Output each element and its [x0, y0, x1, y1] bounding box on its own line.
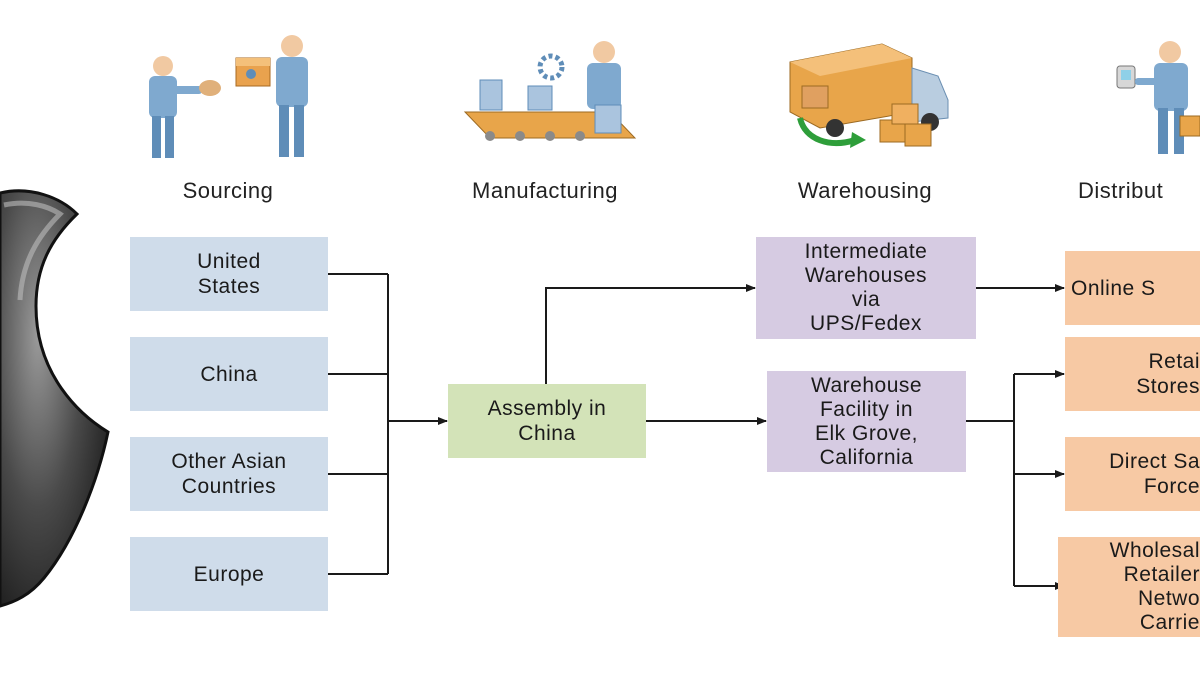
- arrow-to-intermediate: [545, 284, 756, 384]
- source-node-united-states: United States: [130, 237, 328, 311]
- warehouse-label: Intermediate Warehouses via UPS/Fedex: [804, 240, 928, 335]
- assembly-label: Assembly in China: [487, 397, 607, 445]
- source-label: China: [200, 362, 258, 386]
- distribution-node-online-store: Online S: [1065, 251, 1200, 325]
- assembly-node: Assembly in China: [448, 384, 646, 458]
- distribution-node-direct-sales-force: Direct Sa Force: [1065, 437, 1200, 511]
- stage-label-distribution: Distribut: [1078, 178, 1164, 203]
- assembly-connectors: [545, 284, 767, 425]
- source-node-china: China: [130, 337, 328, 411]
- apple-logo-icon: [0, 189, 110, 608]
- people-exchanging-package-icon: [149, 35, 308, 158]
- distribution-node-retail-stores: Retai Stores: [1065, 337, 1200, 411]
- source-node-other-asian-countries: Other Asian Countries: [130, 437, 328, 511]
- source-label: Other Asian Countries: [171, 450, 287, 498]
- source-node-europe: Europe: [130, 537, 328, 611]
- delivery-truck-icon: [789, 43, 949, 148]
- warehouse-node-elk-grove: Warehouse Facility in Elk Grove, Califor…: [767, 371, 966, 472]
- source-label: Europe: [193, 562, 265, 586]
- distribution-node-wholesale-retailer-network-carriers: Wholesal Retailer Netwo Carrie: [1058, 537, 1200, 637]
- assembly-line-worker-icon: [463, 41, 637, 141]
- stage-label-warehousing: Warehousing: [797, 178, 933, 203]
- distribution-label: Retai Stores: [1136, 350, 1200, 398]
- source-connectors: [328, 273, 448, 575]
- distribution-label: Online S: [1071, 276, 1156, 300]
- stage-label-manufacturing: Manufacturing: [472, 178, 618, 203]
- distribution-label: Wholesal Retailer Netwo Carrie: [1109, 539, 1200, 634]
- stage-label-sourcing: Sourcing: [182, 178, 274, 203]
- worker-with-scanner-icon: [1116, 41, 1200, 154]
- distribution-label: Direct Sa Force: [1109, 450, 1200, 498]
- warehouse-label: Warehouse Facility in Elk Grove, Califor…: [810, 373, 923, 469]
- warehouse-node-intermediate: Intermediate Warehouses via UPS/Fedex: [756, 237, 976, 339]
- distribution-connectors: [966, 284, 1065, 590]
- source-label: United States: [197, 250, 261, 298]
